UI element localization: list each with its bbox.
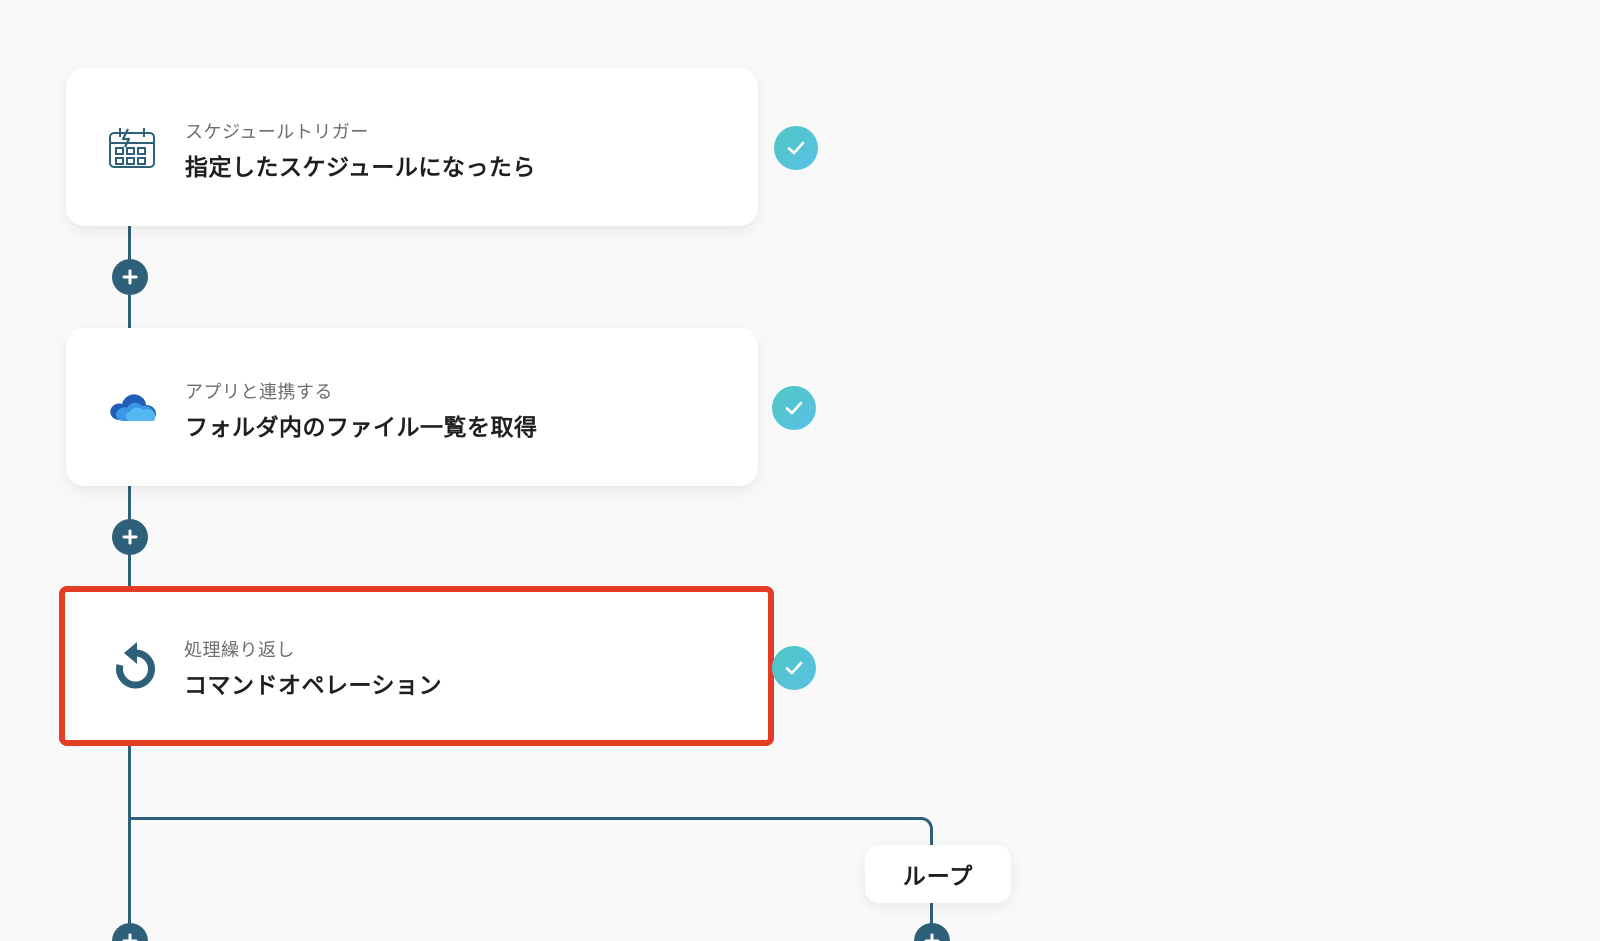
add-step-button[interactable] [112,259,148,295]
flow-step-loop[interactable]: 処理繰り返し コマンドオペレーション [59,586,774,746]
schedule-trigger-icon [104,119,160,175]
flow-step-app-integration[interactable]: アプリと連携する フォルダ内のファイル一覧を取得 [66,328,758,486]
branch-connector-horizontal [128,817,923,820]
add-step-button[interactable] [112,519,148,555]
step-complete-check-icon [774,126,818,170]
step-title: コマンドオペレーション [184,673,443,699]
step-complete-check-icon [772,646,816,690]
step-title: フォルダ内のファイル一覧を取得 [185,415,538,441]
branch-connector-vertical [930,902,933,941]
step-caption: アプリと連携する [185,382,333,403]
loop-branch-label[interactable]: ループ [865,845,1011,903]
branch-connector-vertical [930,830,933,846]
onedrive-cloud-icon [104,379,160,435]
step-title: 指定したスケジュールになったら [185,155,536,181]
connector-line [128,746,131,941]
step-caption: スケジュールトリガー [185,122,369,143]
flow-step-schedule-trigger[interactable]: スケジュールトリガー 指定したスケジュールになったら [66,68,758,226]
loop-repeat-icon [107,638,163,694]
add-loop-step-button[interactable] [914,923,950,941]
step-caption: 処理繰り返し [184,640,295,661]
branch-connector-corner [913,817,933,837]
step-complete-check-icon [772,386,816,430]
add-step-button[interactable] [112,923,148,941]
